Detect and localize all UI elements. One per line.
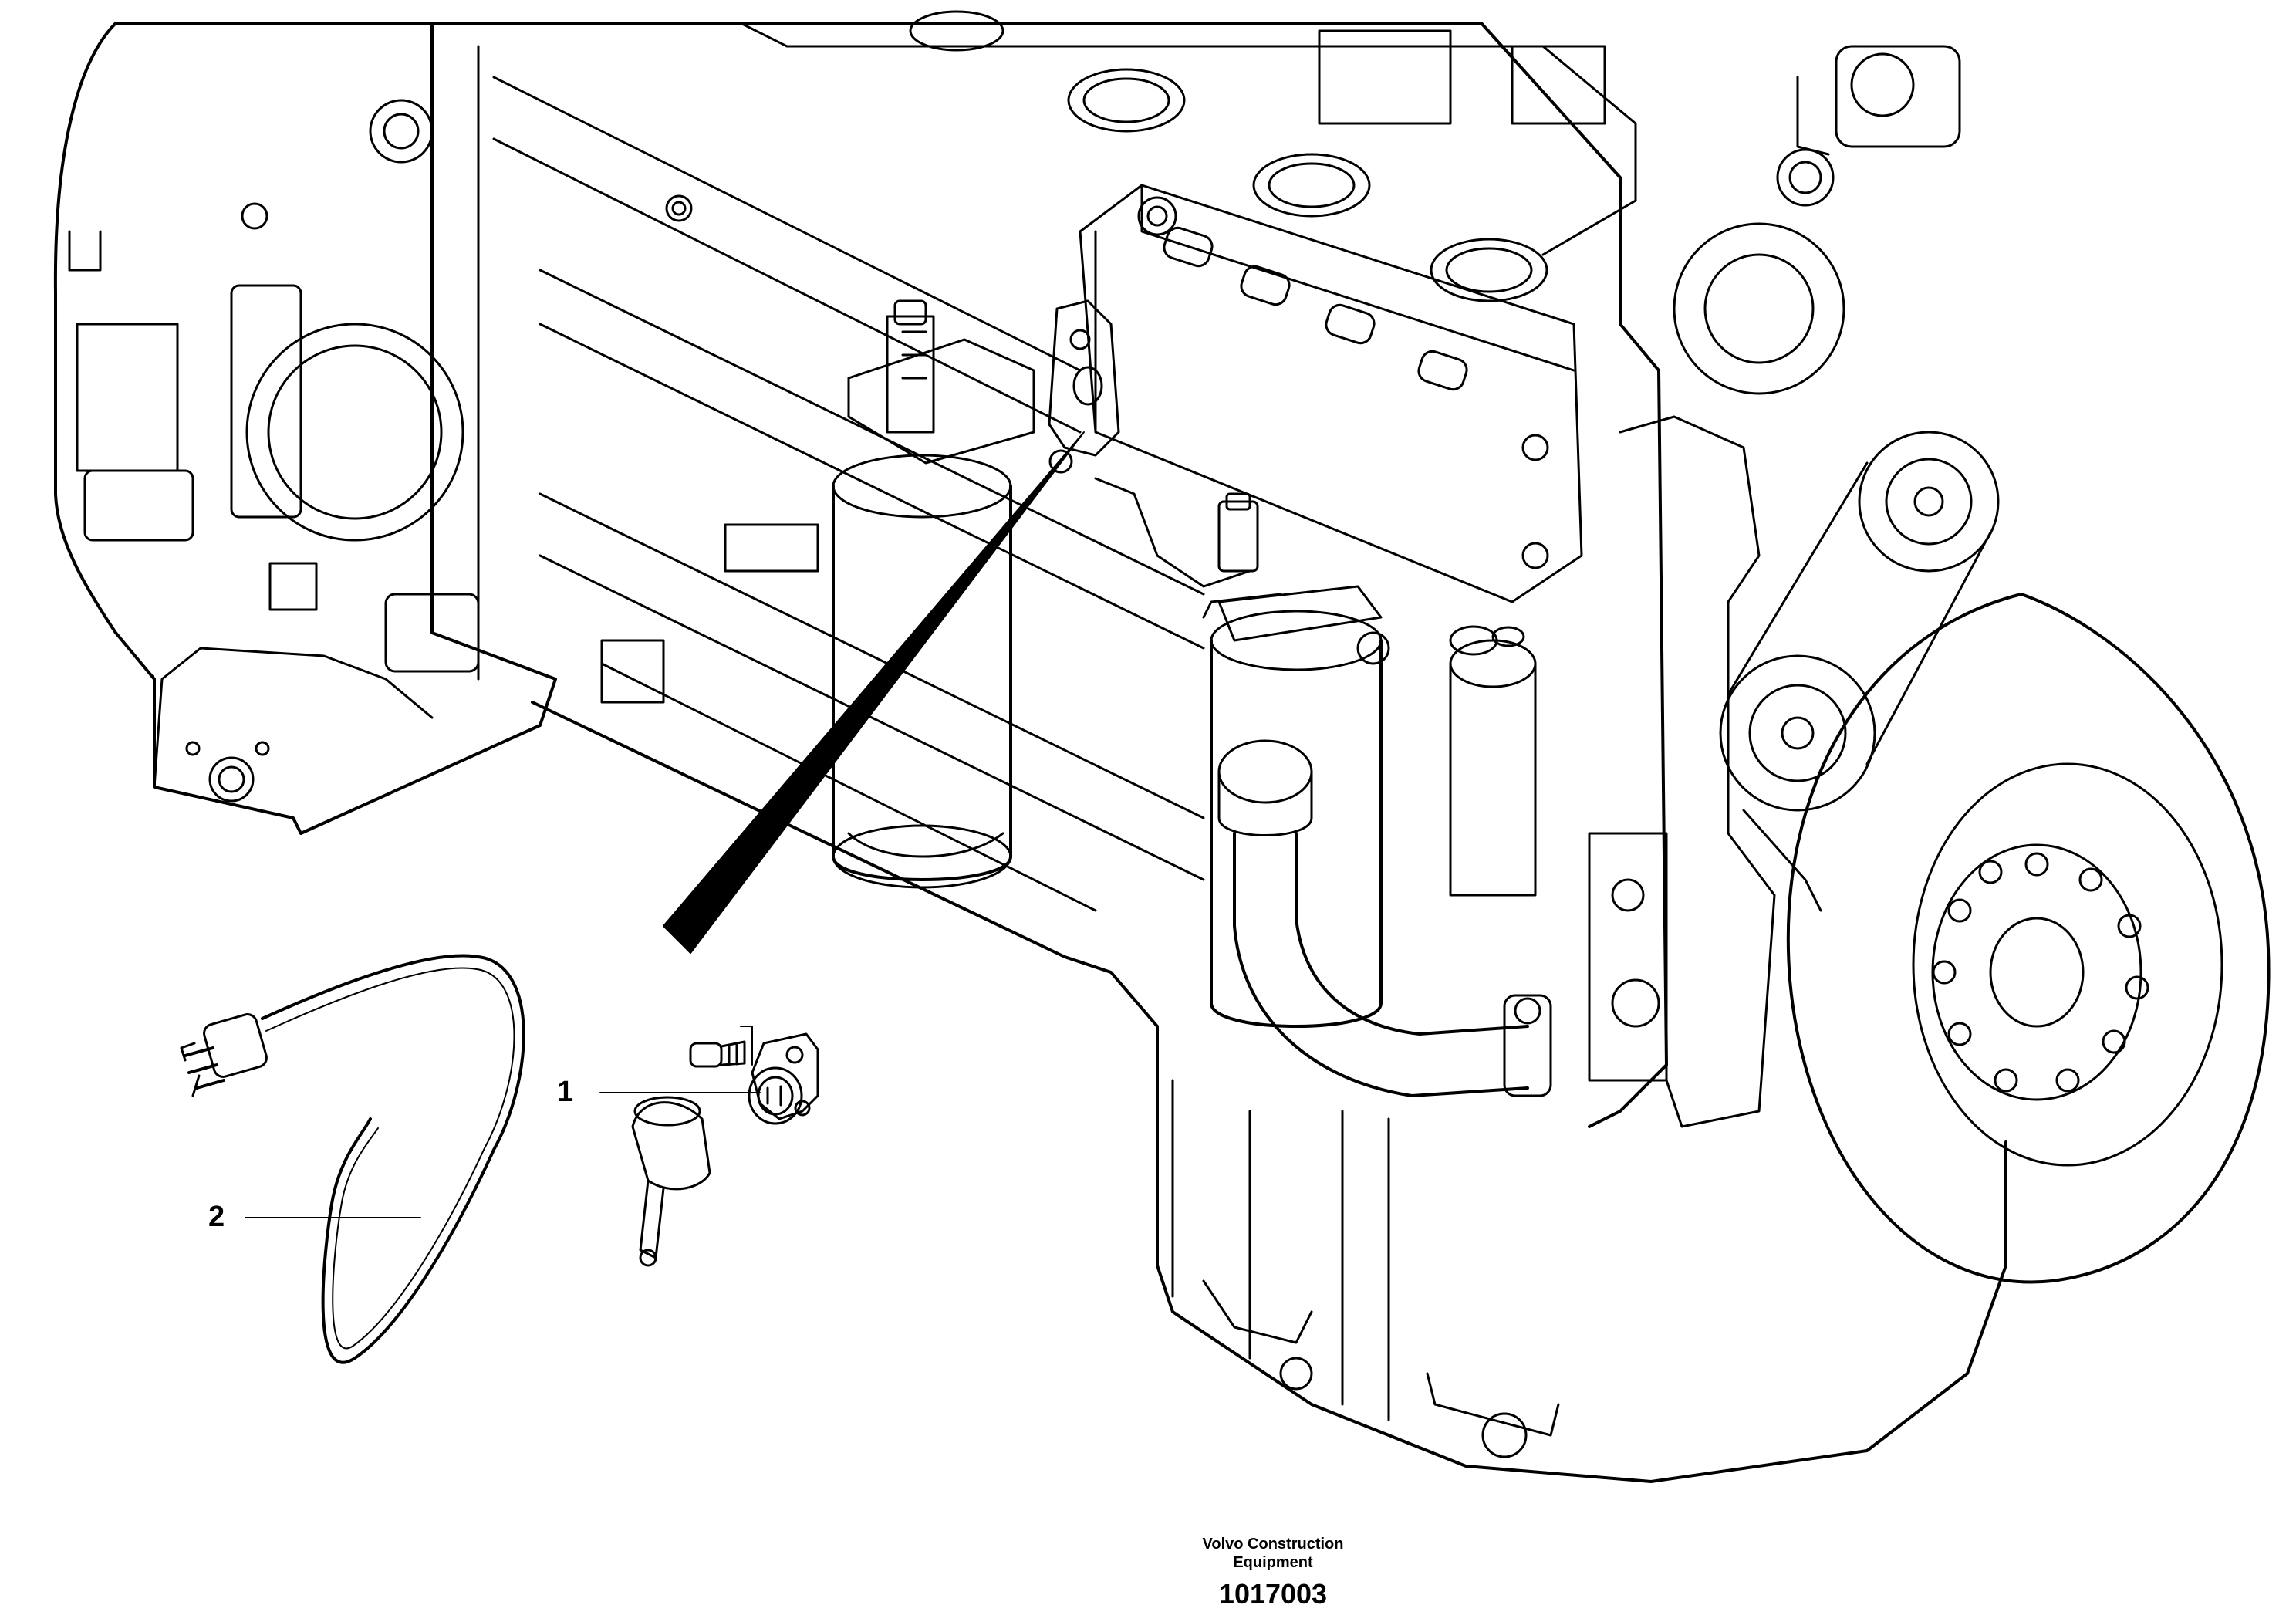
oil-filter-right — [1449, 625, 1537, 897]
flywheel-housing — [53, 22, 557, 835]
part-1-screw — [689, 1040, 746, 1068]
brand-name-line1: Volvo Construction — [1202, 1536, 1344, 1553]
part-2-heater-element — [631, 1096, 711, 1267]
vibration-damper — [1786, 593, 2271, 1284]
fuel-pump-block — [1079, 184, 1583, 603]
oil-filter-center — [1202, 492, 1390, 1028]
callout-2-number: 2 — [208, 1201, 225, 1233]
oil-filter-left — [832, 299, 1073, 889]
engine-block — [430, 22, 2007, 1483]
pointer-wedge — [663, 431, 1085, 954]
oil-filler-pipe — [1217, 739, 1552, 1097]
cylinder-head — [665, 10, 1637, 302]
part-2-heater-cable — [180, 954, 525, 1364]
part-1-sensor — [748, 1032, 819, 1125]
sensor-mount-flange — [1048, 299, 1120, 457]
drawing-number: 1017003 — [1218, 1578, 1328, 1610]
front-cover — [1588, 45, 2000, 1128]
part-1-connector-line — [740, 1026, 753, 1066]
callout-1-number: 1 — [557, 1076, 574, 1108]
brand-name-line2: Equipment — [1233, 1554, 1313, 1571]
